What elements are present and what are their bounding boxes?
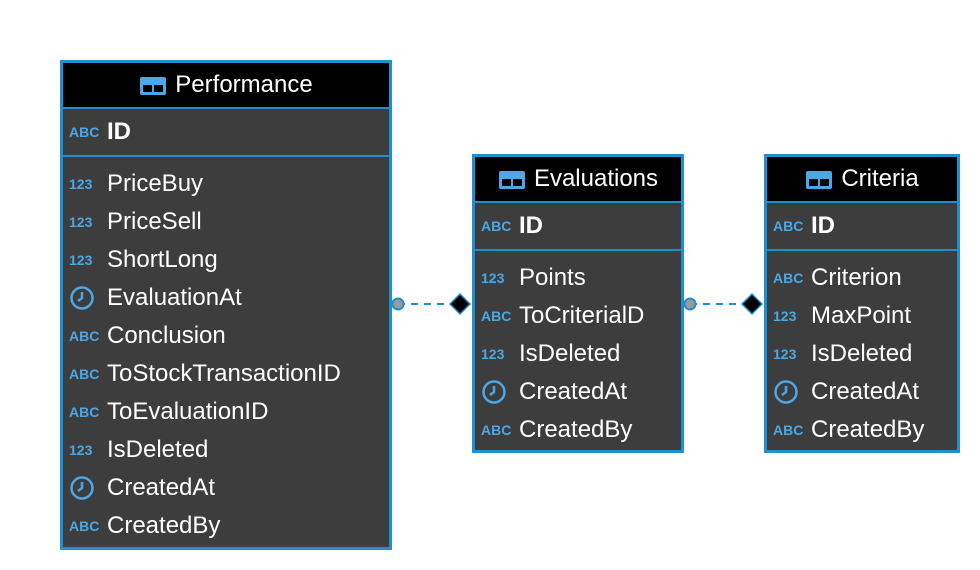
field-name: ID (519, 212, 543, 239)
field-row[interactable]: 123 IsDeleted (475, 335, 681, 373)
clock-icon (481, 379, 515, 405)
field-name: ID (811, 212, 835, 239)
type-badge: ABC (481, 422, 512, 438)
entity-header[interactable]: Performance (63, 63, 389, 107)
field-name: ToEvaluationID (107, 398, 269, 425)
field-name: CreatedBy (107, 512, 221, 539)
field-row[interactable]: 123 PriceBuy (63, 165, 389, 203)
field-name: PriceSell (107, 208, 202, 235)
field-row[interactable]: 123 ShortLong (63, 241, 389, 279)
field-name: CreatedAt (811, 378, 920, 405)
field-name: ToStockTransactionID (107, 360, 341, 387)
field-row[interactable]: CreatedAt (63, 469, 389, 507)
field-name: CreatedAt (519, 378, 628, 405)
field-name: EvaluationAt (107, 284, 242, 311)
field-row[interactable]: CreatedAt (767, 373, 957, 411)
type-badge: ABC (773, 218, 804, 234)
field-row[interactable]: ABC Criterion (767, 259, 957, 297)
type-badge: ABC (69, 328, 100, 344)
relationship-evaluations-criteria[interactable] (683, 292, 764, 316)
field-name: ToCriterialD (519, 302, 645, 329)
field-name: Conclusion (107, 322, 226, 349)
field-row[interactable]: ABC ToCriterialD (475, 297, 681, 335)
field-name: IsDeleted (519, 340, 621, 367)
field-name: Criterion (811, 264, 902, 291)
type-badge: ABC (481, 308, 512, 324)
entity-title: Performance (175, 71, 313, 98)
type-badge: 123 (481, 270, 505, 286)
entity-evaluations[interactable]: Evaluations ABC ID 123 Points ABC ToCriter… (472, 154, 684, 453)
type-badge: ABC (69, 124, 100, 140)
type-badge: 123 (773, 346, 797, 362)
field-name: PriceBuy (107, 170, 204, 197)
table-icon (139, 75, 167, 95)
relationship-start-dot (683, 297, 697, 311)
field-name: ID (107, 118, 131, 145)
field-name: IsDeleted (811, 340, 913, 367)
relationship-performance-evaluations[interactable] (391, 292, 472, 316)
entity-title: Evaluations (533, 165, 659, 192)
field-row[interactable]: ABC CreatedBy (63, 507, 389, 545)
field-row[interactable]: 123 MaxPoint (767, 297, 957, 335)
type-badge: 123 (69, 176, 93, 192)
entity-header[interactable]: Criteria (767, 157, 957, 201)
type-badge: 123 (69, 442, 93, 458)
type-badge: 123 (773, 308, 797, 324)
field-row[interactable]: ABC CreatedBy (767, 411, 957, 449)
relationship-end-diamond (448, 292, 472, 316)
type-badge: 123 (69, 252, 93, 268)
relationship-end-diamond (740, 292, 764, 316)
table-icon (805, 169, 833, 189)
field-row[interactable]: 123 IsDeleted (63, 431, 389, 469)
field-name: Points (519, 264, 586, 291)
type-badge: ABC (69, 518, 100, 534)
type-badge: 123 (69, 214, 93, 230)
primary-key-row[interactable]: ABC ID (475, 201, 681, 251)
primary-key-row[interactable]: ABC ID (63, 107, 389, 157)
type-badge: 123 (481, 346, 505, 362)
field-row[interactable]: EvaluationAt (63, 279, 389, 317)
field-name: CreatedBy (811, 416, 925, 443)
field-name: IsDeleted (107, 436, 209, 463)
field-name: ShortLong (107, 246, 218, 273)
field-name: CreatedBy (519, 416, 633, 443)
field-name: CreatedAt (107, 474, 216, 501)
field-row[interactable]: 123 Points (475, 259, 681, 297)
type-badge: ABC (773, 422, 804, 438)
field-row[interactable]: 123 IsDeleted (767, 335, 957, 373)
clock-icon (69, 285, 103, 311)
field-row[interactable]: ABC ToEvaluationID (63, 393, 389, 431)
field-row[interactable]: ABC Conclusion (63, 317, 389, 355)
clock-icon (69, 475, 103, 501)
table-icon (498, 169, 526, 189)
clock-icon (773, 379, 807, 405)
entity-criteria[interactable]: Criteria ABC ID ABC Criterion 123 MaxPoint… (764, 154, 960, 453)
type-badge: ABC (773, 270, 804, 286)
relationship-start-dot (391, 297, 405, 311)
type-badge: ABC (481, 218, 512, 234)
field-name: MaxPoint (811, 302, 912, 329)
field-row[interactable]: 123 PriceSell (63, 203, 389, 241)
field-row[interactable]: ABC CreatedBy (475, 411, 681, 449)
type-badge: ABC (69, 366, 100, 382)
primary-key-row[interactable]: ABC ID (767, 201, 957, 251)
type-badge: ABC (69, 404, 100, 420)
entity-title: Criteria (841, 165, 919, 192)
entity-header[interactable]: Evaluations (475, 157, 681, 201)
field-row[interactable]: ABC ToStockTransactionID (63, 355, 389, 393)
field-row[interactable]: CreatedAt (475, 373, 681, 411)
